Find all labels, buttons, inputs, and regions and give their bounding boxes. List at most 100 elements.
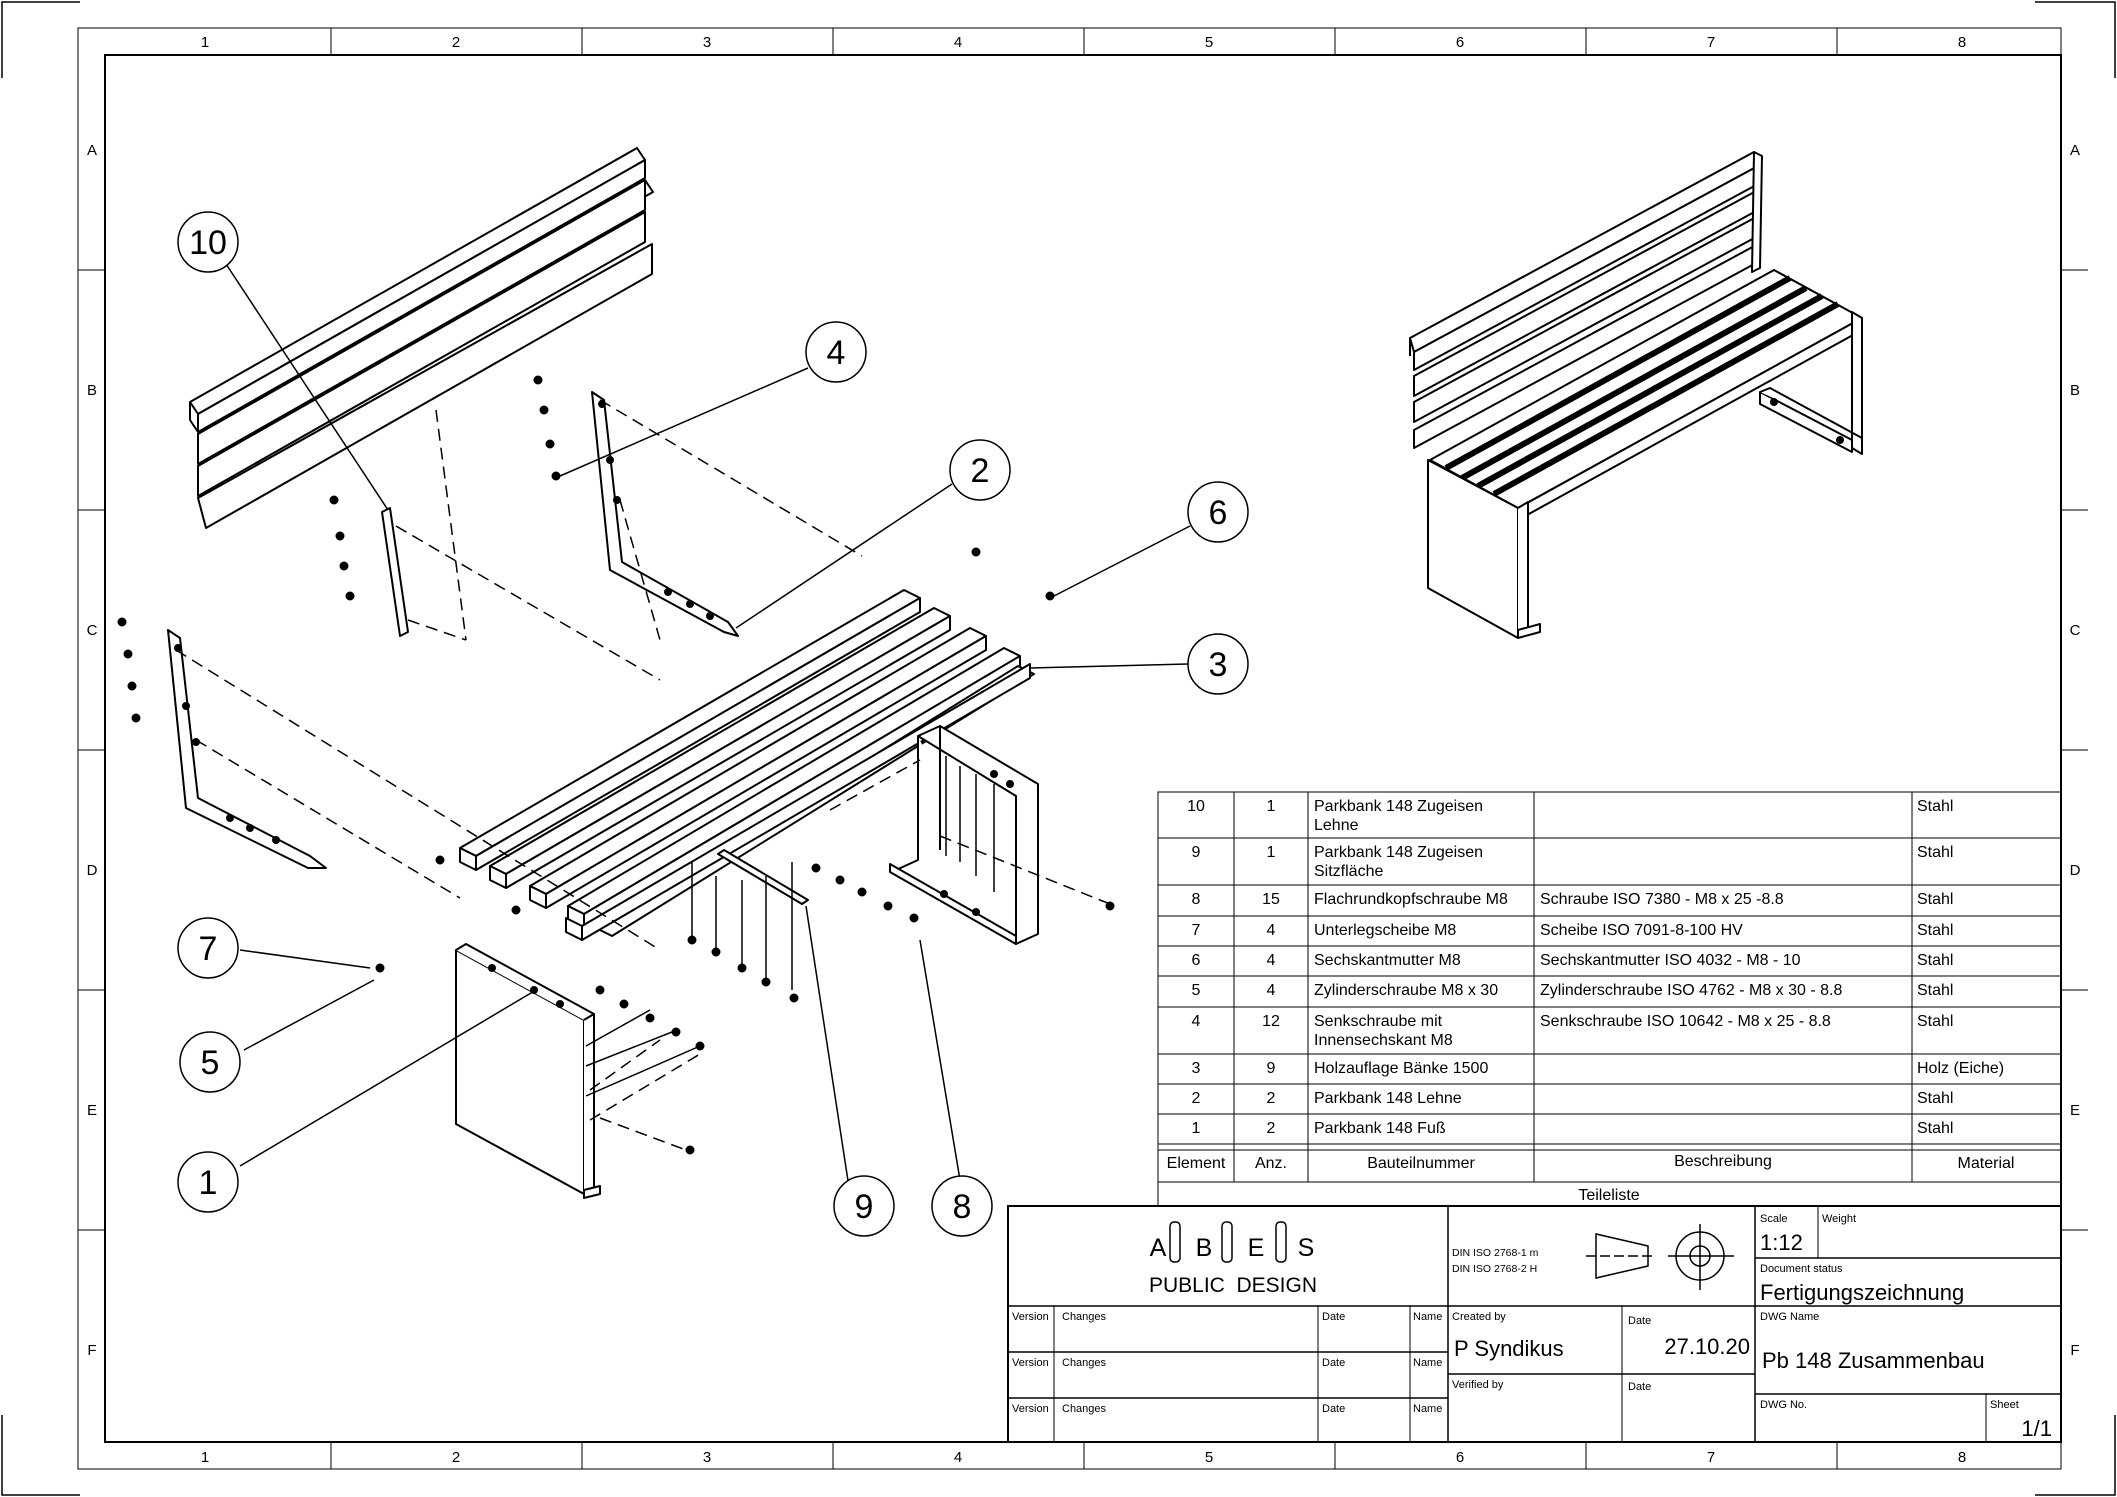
zone-col-3: 3 <box>703 34 711 51</box>
document-status-value: Fertigungszeichnung <box>1760 1280 1964 1305</box>
parts-list-row: 5 4 Zylinderschraube M8 x 30 Zylinderschrau… <box>1192 982 1954 999</box>
zone-row-c-right: C <box>2070 622 2081 639</box>
zone-row-b: B <box>87 382 97 399</box>
svg-text:1: 1 <box>199 1164 218 1202</box>
rev2-changes: Changes <box>1062 1357 1107 1369</box>
projection-symbol-icon <box>1586 1224 1734 1290</box>
created-date-label: Date <box>1628 1315 1651 1327</box>
zone-col-4: 4 <box>954 34 962 51</box>
assembled-view <box>1409 151 1863 639</box>
rev1-changes: Changes <box>1062 1311 1107 1323</box>
cell-element: 5 <box>1192 982 1201 999</box>
balloons: 10 4 2 6 3 7 5 1 9 8 <box>177 211 1249 1237</box>
rev2-date: Date <box>1322 1357 1345 1369</box>
backrest-upright-near <box>167 629 327 869</box>
revision-rows: Version Changes Date Name Version Change… <box>1012 1311 1442 1415</box>
seat-slats <box>459 589 1035 941</box>
zone-col-3-bottom: 3 <box>703 1449 711 1466</box>
cell-description: Zylinderschraube ISO 4762 - M8 x 30 - 8.… <box>1540 982 1842 999</box>
rev3-changes: Changes <box>1062 1403 1107 1415</box>
zone-row-c: C <box>87 622 98 639</box>
cell-description: Schraube ISO 7380 - M8 x 25 -8.8 <box>1540 891 1784 908</box>
tolerance-standard-2: DIN ISO 2768-2 H <box>1452 1263 1537 1275</box>
cell-qty: 2 <box>1267 1090 1276 1107</box>
seat-tie-bar <box>717 849 809 905</box>
fastener-lines <box>585 756 995 1097</box>
balloon-8: 8 <box>931 1175 993 1237</box>
rev1-version: Version <box>1012 1311 1049 1323</box>
cell-part-number: Sitzfläche <box>1314 863 1383 880</box>
dwg-name-label: DWG Name <box>1760 1311 1819 1323</box>
zone-row-a: A <box>87 142 97 159</box>
cell-part-number: Parkbank 148 Lehne <box>1314 1090 1462 1107</box>
svg-text:8: 8 <box>953 1188 972 1226</box>
zone-row-d-right: D <box>2070 862 2081 879</box>
zone-col-1-bottom: 1 <box>201 1449 209 1466</box>
created-date-value: 27.10.20 <box>1664 1334 1750 1359</box>
balloon-4: 4 <box>805 321 867 383</box>
cell-material: Stahl <box>1917 922 1953 939</box>
sheet-label: Sheet <box>1990 1399 2019 1411</box>
cell-element: 2 <box>1192 1090 1201 1107</box>
scale-value: 1:12 <box>1760 1230 1803 1255</box>
verified-by-label: Verified by <box>1452 1379 1504 1391</box>
cell-element: 6 <box>1192 952 1201 969</box>
zone-col-1: 1 <box>201 34 209 51</box>
balloon-3: 3 <box>1187 633 1249 695</box>
logo-letter-s: S <box>1298 1234 1315 1262</box>
rev3-version: Version <box>1012 1403 1049 1415</box>
cell-qty: 1 <box>1267 798 1276 815</box>
cell-element: 3 <box>1192 1060 1201 1077</box>
logo-letter-e: E <box>1248 1234 1265 1262</box>
cell-qty: 4 <box>1267 952 1276 969</box>
backrest-upright-far <box>591 391 739 637</box>
cell-part-number: Innensechskant M8 <box>1314 1032 1453 1049</box>
assembly-lines <box>175 399 1111 1151</box>
cell-element: 9 <box>1192 844 1201 861</box>
zone-row-b-right: B <box>2070 382 2080 399</box>
cell-element: 4 <box>1192 1013 1201 1030</box>
cell-qty: 9 <box>1267 1060 1276 1077</box>
zone-col-8: 8 <box>1958 34 1966 51</box>
rev2-name: Name <box>1413 1357 1442 1369</box>
cell-description: Senkschraube ISO 10642 - M8 x 25 - 8.8 <box>1540 1013 1831 1030</box>
zone-col-5-bottom: 5 <box>1205 1449 1213 1466</box>
cell-qty: 4 <box>1267 982 1276 999</box>
cell-part-number: Senkschraube mit <box>1314 1013 1443 1030</box>
cell-element: 8 <box>1192 891 1201 908</box>
weight-label: Weight <box>1822 1213 1856 1225</box>
rev1-date: Date <box>1322 1311 1345 1323</box>
cell-material: Stahl <box>1917 1120 1953 1137</box>
zone-row-d: D <box>87 862 98 879</box>
document-status-label: Document status <box>1760 1263 1843 1275</box>
cell-part-number: Zylinderschraube M8 x 30 <box>1314 982 1498 999</box>
cell-description: Sechskantmutter ISO 4032 - M8 - 10 <box>1540 952 1801 969</box>
rev3-name: Name <box>1413 1403 1442 1415</box>
logo-letter-a: A <box>1150 1234 1167 1262</box>
balloon-9: 9 <box>833 1175 895 1237</box>
dwg-no-label: DWG No. <box>1760 1399 1807 1411</box>
rev3-date: Date <box>1322 1403 1345 1415</box>
exploded-view <box>167 147 1039 1199</box>
zone-col-7: 7 <box>1707 34 1715 51</box>
svg-text:6: 6 <box>1209 494 1228 532</box>
header-material: Material <box>1958 1155 2015 1172</box>
verified-date-label: Date <box>1628 1381 1651 1393</box>
cell-qty: 1 <box>1267 844 1276 861</box>
zone-col-4-bottom: 4 <box>954 1449 962 1466</box>
leg-frame-far <box>889 725 1039 945</box>
cell-material: Stahl <box>1917 952 1953 969</box>
logo-letter-b: B <box>1196 1234 1213 1262</box>
cell-material: Stahl <box>1917 982 1953 999</box>
zone-row-f-right: F <box>2070 1342 2079 1359</box>
zone-labels-right: A B C D E F <box>2070 142 2081 1359</box>
title-block: A B E S PUBLIC DESIGN DIN ISO 2768-1 m D… <box>1007 1205 2062 1443</box>
